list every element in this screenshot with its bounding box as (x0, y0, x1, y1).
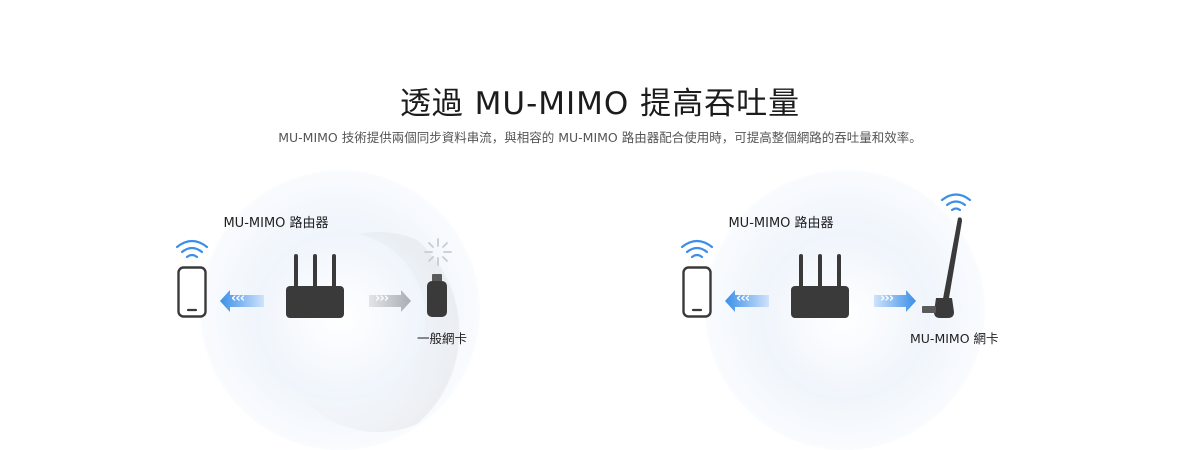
arrow-right-inactive-icon (369, 290, 411, 312)
usb-adapter-icon (427, 274, 447, 317)
arrow-left-icon (725, 290, 769, 312)
mu-mimo-adapter-diagram: MU-MIMO 路由器 ‹‹‹ (665, 170, 1200, 450)
wifi-icon (175, 239, 209, 259)
arrow-right-icon (874, 290, 916, 312)
no-signal-icon (424, 238, 452, 266)
router-label: MU-MIMO 路由器 (728, 216, 834, 231)
smartphone-icon (177, 266, 207, 318)
wifi-icon (940, 193, 972, 212)
router-label: MU-MIMO 路由器 (223, 216, 329, 231)
smartphone-icon (682, 266, 712, 318)
adapter-label: MU-MIMO 網卡 (910, 331, 999, 346)
wifi-icon (680, 239, 714, 259)
arrow-left-icon (220, 290, 264, 312)
standard-adapter-diagram: MU-MIMO 路由器 ‹‹‹ (160, 170, 720, 450)
antenna-usb-adapter-icon (922, 217, 962, 318)
arrow-left-chevrons: ‹‹‹ (736, 291, 750, 306)
arrow-left-chevrons: ‹‹‹ (231, 291, 245, 306)
page-subtitle: MU-MIMO 技術提供兩個同步資料串流，與相容的 MU-MIMO 路由器配合使… (278, 130, 922, 145)
router-icon (286, 254, 344, 318)
adapter-label: 一般網卡 (417, 331, 468, 346)
router-icon (791, 254, 849, 318)
arrow-right-chevrons: ››› (880, 291, 894, 306)
page-title: 透過 MU-MIMO 提高吞吐量 (399, 86, 801, 122)
arrow-right-chevrons: ››› (375, 291, 389, 306)
